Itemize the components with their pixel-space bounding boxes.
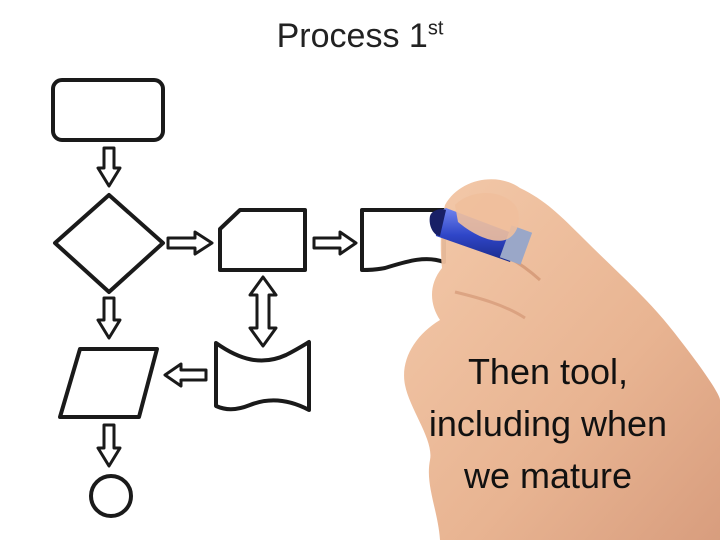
right-arrow [314, 232, 356, 254]
left-arrow [165, 364, 206, 386]
caption-line: including when [398, 398, 698, 450]
right-arrow [168, 232, 212, 254]
io-parallelogram [60, 349, 157, 417]
tape-wave [216, 342, 309, 410]
double-arrow [250, 277, 276, 346]
down-arrow [98, 425, 120, 466]
terminator-circle [91, 476, 131, 516]
caption-line: Then tool, [398, 346, 698, 398]
down-arrow [98, 298, 120, 338]
decision-diamond [55, 195, 163, 292]
caption-line: we mature [398, 450, 698, 502]
manual-input-box [220, 210, 305, 270]
down-arrow [98, 148, 120, 186]
process-box [53, 80, 163, 140]
caption: Then tool, including when we mature [398, 346, 698, 502]
